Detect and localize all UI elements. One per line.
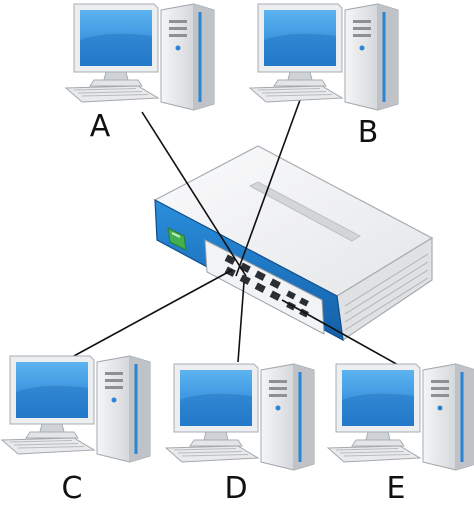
connection-line-c: [71, 269, 233, 358]
connection-line-e: [281, 299, 401, 367]
node-label-c: C: [62, 471, 83, 506]
node-label-a: A: [90, 109, 111, 144]
connection-line-b: [235, 99, 301, 277]
computer-b-icon: [248, 2, 400, 112]
computer-e-icon: [326, 362, 474, 472]
computer-c-icon: [0, 354, 152, 464]
computer-d-icon: [164, 362, 316, 472]
network-switch-icon: [153, 145, 434, 342]
connection-line-a: [141, 111, 247, 277]
connection-lines: [71, 99, 401, 367]
node-label-b: B: [358, 115, 379, 150]
connection-line-d: [237, 281, 245, 363]
node-label-d: D: [224, 471, 247, 506]
node-label-e: E: [387, 471, 406, 506]
computer-a-icon: [64, 2, 216, 112]
